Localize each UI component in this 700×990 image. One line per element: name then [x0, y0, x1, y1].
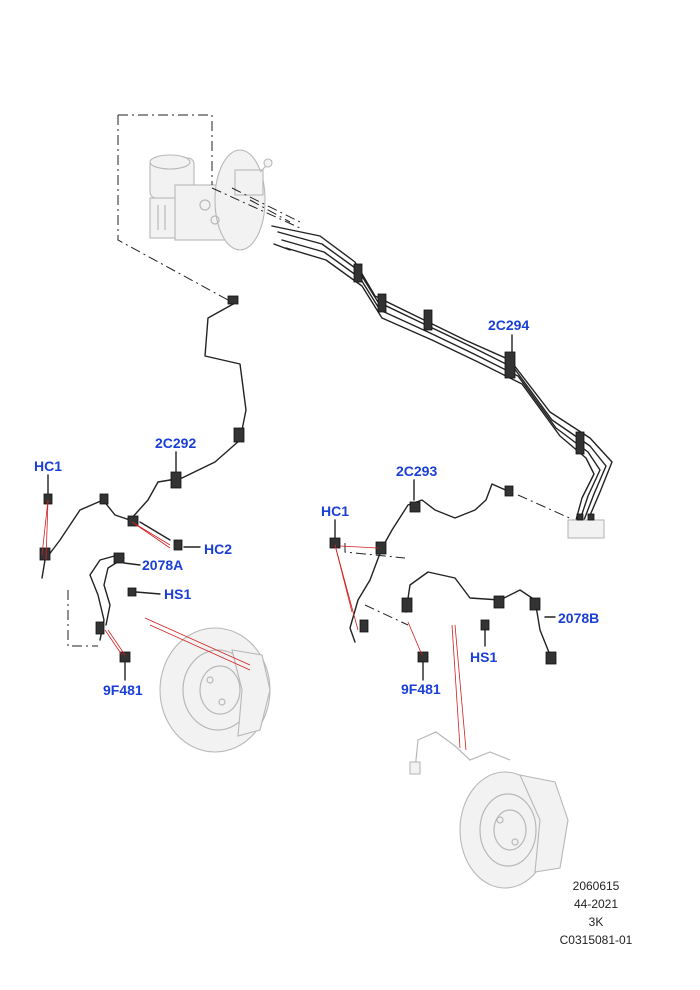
leader-lines [41, 499, 467, 751]
brake-line-2c293 [349, 483, 514, 643]
brake-line-bundle-2c294 [271, 225, 613, 539]
master-cylinder-assembly [149, 149, 273, 251]
label-2c293: 2C293 [396, 463, 437, 479]
label-2078b: 2078B [558, 610, 599, 626]
label-hs1-right: HS1 [470, 649, 497, 665]
label-hc1-left: HC1 [34, 458, 62, 474]
right-brake-assembly [409, 731, 569, 889]
callout-ticks [47, 334, 556, 681]
label-9f481-left: 9F481 [103, 682, 143, 698]
label-hs1-left: HS1 [164, 586, 191, 602]
brake-line-2c292 [39, 295, 247, 579]
ref-line-4: C0315081-01 [560, 933, 633, 947]
label-2078a: 2078A [142, 557, 183, 573]
fasteners [43, 493, 490, 663]
ref-line-3: 3K [589, 915, 604, 929]
label-9f481-right: 9F481 [401, 681, 441, 697]
brake-hose-2078b [401, 571, 557, 665]
brake-hose-2078a [89, 552, 125, 641]
left-brake-disc [159, 627, 271, 753]
reference-block: 2060615 44-2021 3K C0315081-01 [560, 879, 633, 947]
ref-line-1: 2060615 [573, 879, 620, 893]
ref-line-2: 44-2021 [574, 897, 618, 911]
callout-labels: 2C294 2C292 2C293 HC1 HC1 HC2 2078A 2078… [34, 317, 599, 698]
label-2c292: 2C292 [155, 435, 196, 451]
label-hc2: HC2 [204, 541, 232, 557]
label-2c294: 2C294 [488, 317, 529, 333]
label-hc1-right: HC1 [321, 503, 349, 519]
